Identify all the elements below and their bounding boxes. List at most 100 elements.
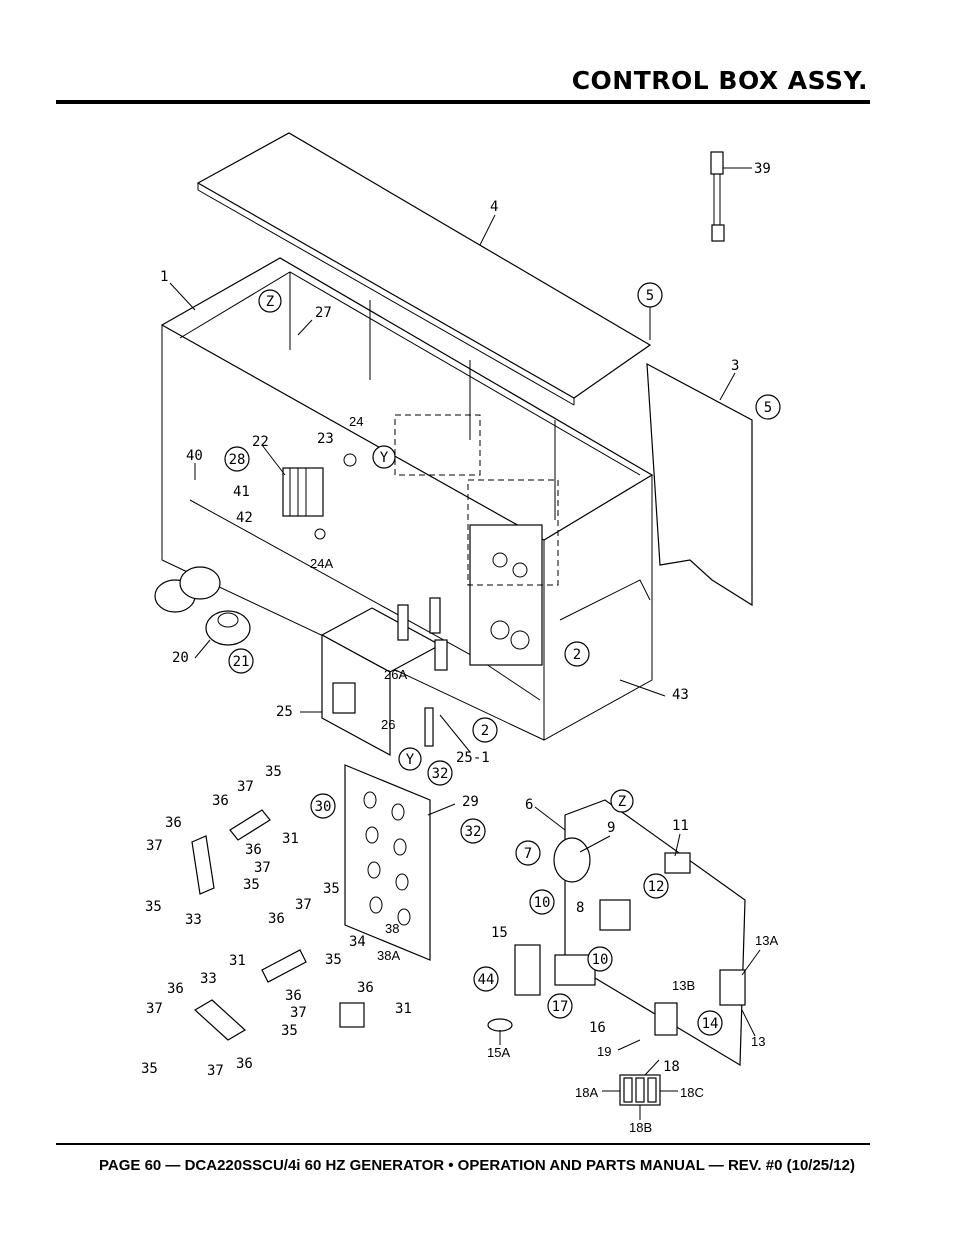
svg-text:5: 5	[764, 400, 772, 416]
svg-text:44: 44	[478, 972, 495, 988]
callout-18c: 18C	[680, 1085, 704, 1100]
callout-15: 15	[491, 925, 508, 941]
callout-4: 4	[490, 199, 498, 215]
callout-31: 31	[229, 953, 246, 969]
page-title: CONTROL BOX ASSY.	[571, 66, 868, 95]
svg-text:14: 14	[702, 1016, 719, 1032]
current-transformers	[154, 566, 251, 646]
callout-25-1: 25-1	[456, 750, 490, 766]
callout-18: 18	[663, 1059, 680, 1075]
page-footer: PAGE 60 — DCA220SSCU/4i 60 HZ GENERATOR …	[99, 1157, 855, 1174]
relay-assembly	[282, 453, 357, 540]
svg-text:2: 2	[481, 723, 489, 739]
callout-33: 33	[200, 971, 217, 987]
callout-31: 31	[395, 1001, 412, 1017]
svg-text:2: 2	[573, 647, 581, 663]
callout-13a: 13A	[755, 933, 778, 948]
callout-36: 36	[165, 815, 182, 831]
circled-callout-5: 5	[755, 394, 781, 420]
circled-callout-10: 10	[587, 946, 613, 972]
svg-text:21: 21	[233, 654, 250, 670]
callout-27: 27	[315, 305, 332, 321]
callout-37: 37	[290, 1005, 307, 1021]
circled-callout-21: 21	[228, 648, 254, 674]
circuit-breaker	[320, 597, 448, 757]
callout-31: 31	[282, 831, 299, 847]
callout-13b: 13B	[672, 978, 695, 993]
svg-text:30: 30	[315, 799, 332, 815]
circled-callout-12: 12	[643, 873, 669, 899]
callout-35: 35	[281, 1023, 298, 1039]
callout-29: 29	[462, 794, 479, 810]
leader-lines	[169, 214, 761, 1076]
svg-text:28: 28	[229, 452, 246, 468]
callout-34: 34	[349, 934, 366, 950]
callout-37: 37	[295, 897, 312, 913]
callout-35: 35	[325, 952, 342, 968]
circled-callout-z: Z	[258, 289, 282, 313]
circled-callout-32: 32	[427, 760, 453, 786]
circled-callout-28: 28	[224, 446, 250, 472]
callout-41: 41	[233, 484, 250, 500]
callout-22: 22	[252, 434, 269, 450]
callout-35: 35	[243, 877, 260, 893]
svg-text:32: 32	[432, 766, 449, 782]
callout-35: 35	[141, 1061, 158, 1077]
callout-13: 13	[751, 1034, 765, 1049]
header-rule	[56, 100, 870, 104]
callout-37: 37	[254, 860, 271, 876]
callout-9: 9	[607, 820, 615, 836]
callout-36: 36	[268, 911, 285, 927]
callout-26: 26	[381, 717, 395, 732]
svg-text:7: 7	[524, 846, 532, 862]
callout-26a: 26A	[384, 667, 407, 682]
callout-24a: 24A	[310, 556, 333, 571]
callout-37: 37	[237, 779, 254, 795]
circled-callout-10: 10	[529, 889, 555, 915]
callout-3: 3	[731, 358, 739, 374]
svg-text:5: 5	[646, 288, 654, 304]
svg-text:Y: Y	[406, 752, 415, 768]
callout-8: 8	[576, 900, 584, 916]
callout-24: 24	[349, 414, 363, 429]
callout-19: 19	[597, 1044, 611, 1059]
callout-38a: 38A	[377, 948, 400, 963]
callout-35: 35	[265, 764, 282, 780]
mounting-plate	[487, 799, 746, 1067]
callout-36: 36	[236, 1056, 253, 1072]
callout-1: 1	[160, 269, 168, 285]
svg-text:10: 10	[534, 895, 551, 911]
callout-18a: 18A	[575, 1085, 598, 1100]
callout-15a: 15A	[487, 1045, 510, 1060]
callout-43: 43	[672, 687, 689, 703]
callout-39: 39	[754, 161, 771, 177]
callout-35: 35	[145, 899, 162, 915]
wire-harness-part	[710, 151, 752, 242]
callout-36: 36	[212, 793, 229, 809]
callout-20: 20	[172, 650, 189, 666]
callout-36: 36	[245, 842, 262, 858]
circled-callout-14: 14	[697, 1010, 723, 1036]
svg-text:12: 12	[648, 879, 665, 895]
callout-40: 40	[186, 448, 203, 464]
callout-38: 38	[385, 921, 399, 936]
circled-callout-z: Z	[610, 789, 634, 813]
footer-rule	[56, 1143, 870, 1145]
circled-callout-30: 30	[310, 793, 336, 819]
callout-42: 42	[236, 510, 253, 526]
bus-bars	[191, 809, 365, 1041]
circled-callout-32: 32	[460, 818, 486, 844]
circled-callout-y: Y	[398, 747, 422, 771]
svg-text:17: 17	[552, 999, 569, 1015]
callout-25: 25	[276, 704, 293, 720]
circled-callout-7: 7	[515, 840, 541, 866]
side-panel	[646, 362, 753, 607]
callout-37: 37	[146, 1001, 163, 1017]
callout-11: 11	[672, 818, 689, 834]
svg-text:Z: Z	[618, 794, 626, 810]
callout-36: 36	[167, 981, 184, 997]
svg-text:10: 10	[592, 952, 609, 968]
callout-36: 36	[357, 980, 374, 996]
circled-callout-17: 17	[547, 993, 573, 1019]
callout-37: 37	[207, 1063, 224, 1079]
